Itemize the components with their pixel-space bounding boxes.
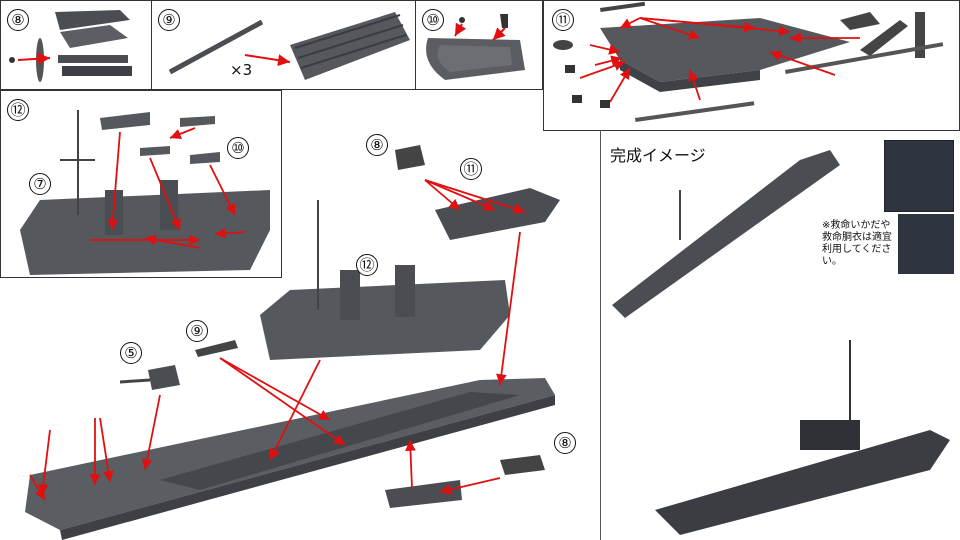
step-number-9-main: ⑨ — [186, 320, 208, 342]
step-number-11: ⑪ — [552, 9, 574, 31]
step-number-11-main: ⑪ — [460, 158, 482, 180]
turret-part — [119, 365, 180, 390]
hull-part — [25, 378, 555, 540]
step-number-10: ⑩ — [422, 9, 444, 31]
step-number-10-inner: ⑩ — [227, 137, 249, 159]
boat-part — [426, 14, 525, 80]
step-number-12: ⑫ — [7, 99, 29, 121]
completed-image-title: 完成イメージ — [610, 146, 706, 165]
decal-sheet-liferafts — [884, 140, 954, 212]
completed-ship-top — [612, 150, 840, 318]
step-number-9: ⑨ — [158, 9, 180, 31]
assembly-arrows — [29, 179, 526, 501]
multiplier-label: ×3 — [230, 61, 253, 79]
barrel-small-part — [195, 340, 238, 357]
step-number-12-main: ⑫ — [356, 254, 378, 276]
step-number-8: ⑧ — [7, 9, 29, 31]
step-number-8-main: ⑧ — [366, 134, 388, 156]
floatplane-part — [9, 10, 132, 82]
step-number-7: ⑦ — [29, 173, 51, 195]
catapult-deck-part — [553, 1, 944, 122]
catapult-assembly-part — [395, 145, 560, 240]
completed-ship-bottom — [655, 340, 950, 535]
step-number-5-main: ⑤ — [120, 342, 142, 364]
barrel-part — [168, 12, 410, 80]
step-number-8-lower: ⑧ — [554, 432, 576, 454]
decal-sheet-lifejackets — [898, 214, 954, 274]
superstructure-part — [260, 200, 510, 360]
liferaft-note: ※救命いかだや救命胴衣は適宜利用してください。 — [822, 220, 892, 267]
divider-line — [600, 130, 601, 540]
lower-catapult-part — [385, 455, 545, 508]
superstructure-part-detail — [20, 110, 270, 275]
